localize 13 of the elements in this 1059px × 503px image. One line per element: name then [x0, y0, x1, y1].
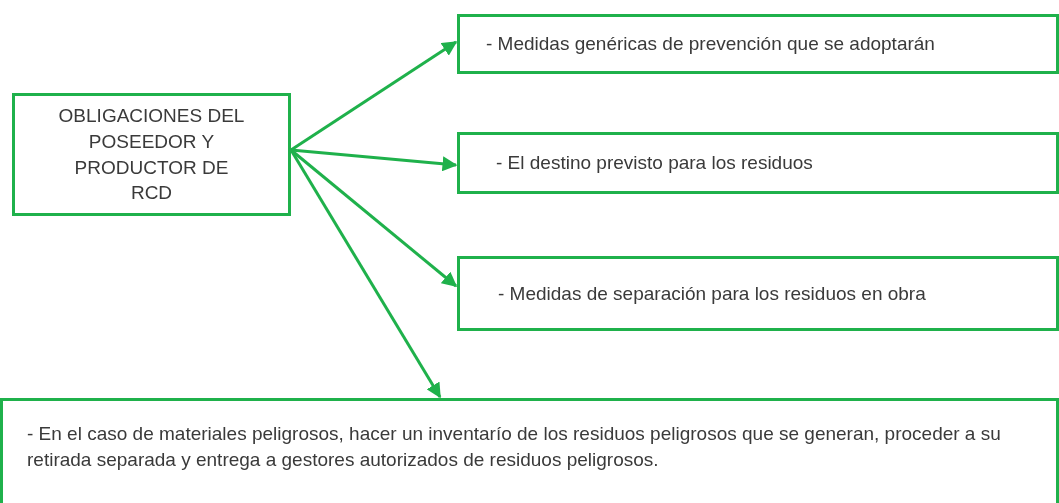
text-box	[0, 398, 1059, 503]
box-text: OBLIGACIONES DEL POSEEDOR Y PRODUCTOR DE RCD	[57, 104, 246, 206]
arrow	[290, 148, 458, 172]
arrow	[290, 148, 458, 288]
box-text: - Medidas de separación para los residuos en obra	[498, 281, 926, 306]
text-box	[457, 256, 1059, 331]
text-box	[457, 14, 1059, 74]
box-text: - Medidas genéricas de prevención que se adoptarán	[486, 32, 935, 57]
box-text: - En el caso de materiales peligrosos, hacer un inventarío de los residuos peligrosos que se generan, proceder a su retirada separada y entrega a gestores autorizados de residuos peligrosos.	[27, 422, 1002, 472]
box-text: - El destino previsto para los residuos	[496, 151, 813, 176]
text-box	[457, 132, 1059, 194]
arrow	[290, 40, 458, 152]
text-box	[12, 93, 291, 216]
